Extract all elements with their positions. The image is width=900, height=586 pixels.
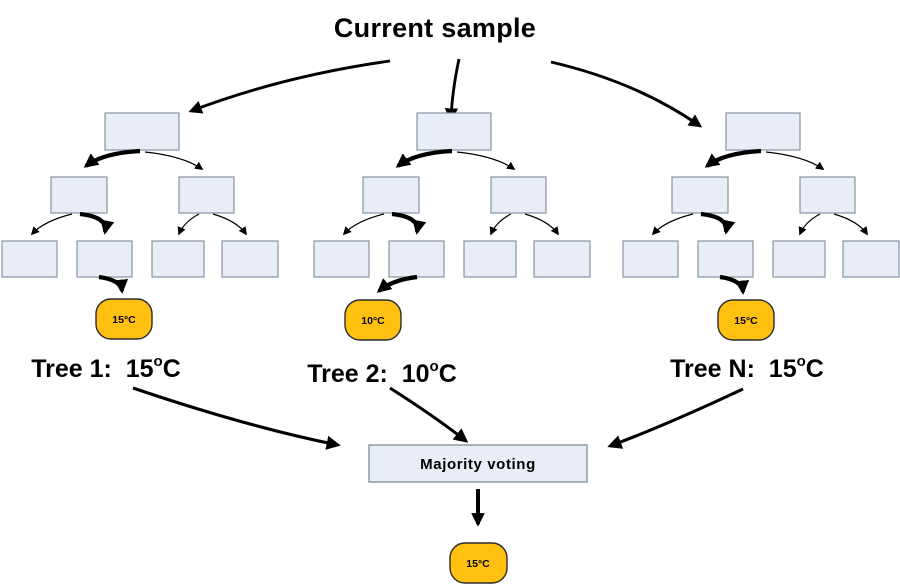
tree-node-right xyxy=(490,176,547,214)
tree-captions: Tree 1: 15oC Tree 2: 10oC Tree N: 15oC xyxy=(31,353,824,388)
branch-arrow-bold xyxy=(395,148,453,168)
majority-voting-label: Majority voting xyxy=(420,456,536,473)
tree-2 xyxy=(313,112,591,278)
branch-arrow xyxy=(489,213,512,236)
tree-leaf-2 xyxy=(697,240,754,278)
tree2-caption: Tree 2: 10oC xyxy=(307,358,457,388)
tree-leaf-1 xyxy=(1,240,58,278)
tree-n xyxy=(622,112,900,278)
branch-arrow-bold xyxy=(79,211,115,235)
final-result-badge xyxy=(449,542,508,584)
branch-arrow-bold xyxy=(83,148,141,168)
branch-arrow xyxy=(30,213,73,236)
branch-arrow xyxy=(833,213,868,236)
arrow-title-to-tree2 xyxy=(444,58,461,122)
tree-1 xyxy=(1,112,279,278)
converge-arrows xyxy=(132,386,744,450)
tree-node-left xyxy=(50,176,108,214)
tree-leaf-3 xyxy=(151,240,205,278)
caption-degree: o xyxy=(154,353,163,370)
branch-arrow xyxy=(765,151,825,170)
caption-unit: C xyxy=(163,355,181,383)
result-badge-label: 15°C xyxy=(734,315,758,327)
tree-node-root xyxy=(416,112,492,151)
branch-arrow xyxy=(456,151,516,170)
tree-leaf-2 xyxy=(76,240,133,278)
arrow-tree1-to-voting xyxy=(132,386,341,450)
branch-arrow xyxy=(524,213,559,236)
diagram-title: Current sample xyxy=(334,13,536,43)
tree-leaf-3 xyxy=(463,240,517,278)
branch-arrow-bold xyxy=(704,148,762,168)
arrow-title-to-tree3 xyxy=(550,60,703,128)
tree-node-right xyxy=(799,176,856,214)
caption-unit: C xyxy=(806,355,824,383)
final-result-label: 15°C xyxy=(466,558,490,570)
result-badge-label: 10°C xyxy=(361,315,385,327)
caption-value: Tree 2: 10 xyxy=(307,360,429,388)
branch-arrow xyxy=(798,213,821,236)
tree-leaf-2 xyxy=(388,240,445,278)
majority-voting-box xyxy=(368,444,588,483)
tree-leaf-4 xyxy=(533,240,591,278)
arrow-leaf-to-result-n xyxy=(719,274,750,295)
tree-node-root xyxy=(104,112,180,151)
result-badge-tree1 xyxy=(95,298,153,340)
tree-node-left xyxy=(362,176,420,214)
caption-degree: o xyxy=(430,358,439,375)
tree-leaf-3 xyxy=(772,240,826,278)
tree-node-left xyxy=(671,176,729,214)
caption-degree: o xyxy=(797,353,806,370)
arrow-treen-to-voting xyxy=(607,387,744,449)
tree-node-root xyxy=(725,112,801,151)
tree-leaf-1 xyxy=(622,240,679,278)
arrow-leaf-to-result-2 xyxy=(376,274,418,293)
caption-value: Tree N: 15 xyxy=(670,355,797,383)
branch-arrow xyxy=(144,151,204,170)
tree-leaf-1 xyxy=(313,240,370,278)
branch-arrow xyxy=(342,213,385,236)
result-badge-treen xyxy=(717,299,775,341)
branch-arrow-bold xyxy=(700,211,736,235)
branch-arrow xyxy=(177,213,200,236)
tree-leaf-4 xyxy=(221,240,279,278)
result-badge-label: 15°C xyxy=(112,314,136,326)
arrow-leaf-to-result-1 xyxy=(98,274,129,294)
tree-leaf-4 xyxy=(842,240,900,278)
branch-arrow-bold xyxy=(391,211,427,235)
caption-unit: C xyxy=(439,360,457,388)
arrow-title-to-tree1 xyxy=(188,59,391,114)
tree-results: 15°C 10°C 15°C xyxy=(95,274,775,341)
result-badge-tree2 xyxy=(344,299,402,341)
tree1-caption: Tree 1: 15oC xyxy=(31,353,181,383)
branch-arrow xyxy=(651,213,694,236)
arrow-tree2-to-voting xyxy=(389,386,469,443)
treen-caption: Tree N: 15oC xyxy=(670,353,824,383)
tree-node-right xyxy=(178,176,235,214)
branch-arrow xyxy=(212,213,247,236)
caption-value: Tree 1: 15 xyxy=(31,355,153,383)
